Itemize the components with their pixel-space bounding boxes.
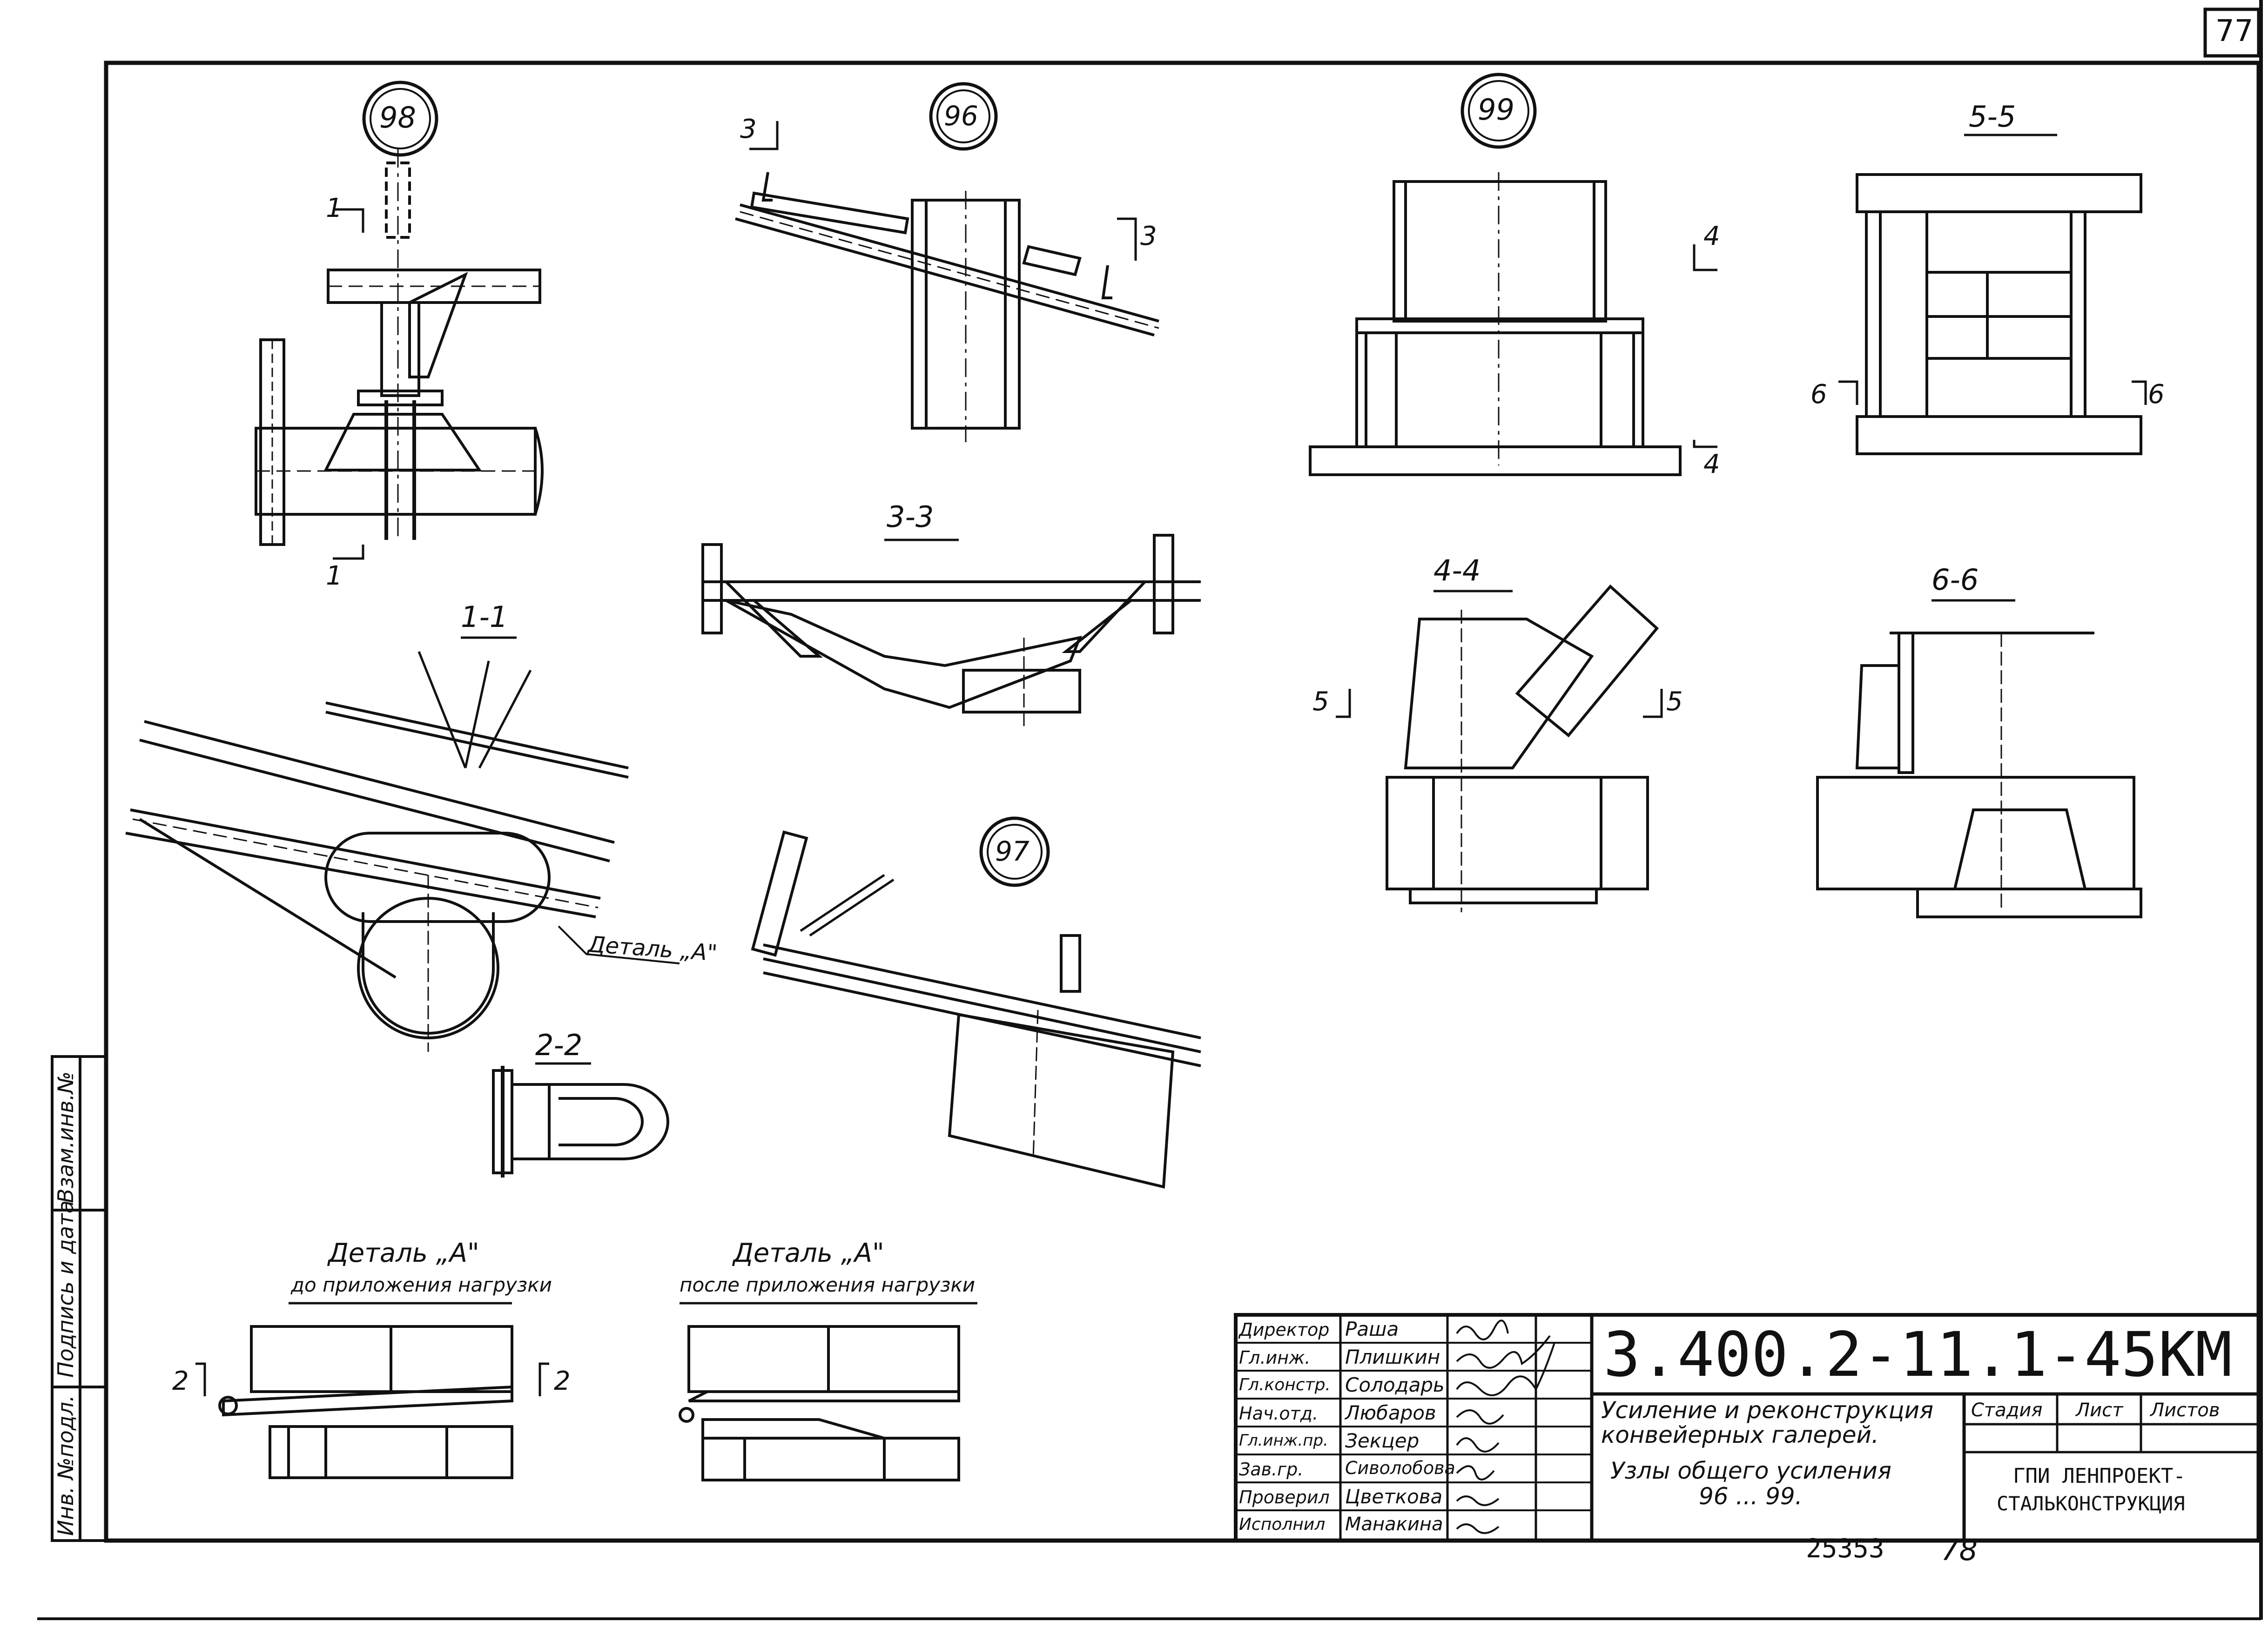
cut-mark-5-left: 5 xyxy=(1312,687,1329,717)
cut-mark-6-right: 6 xyxy=(2148,379,2165,410)
sig-role-chief-designer: Гл.констр. xyxy=(1239,1375,1331,1394)
handwritten-signatures xyxy=(1456,1319,1555,1534)
detail-a-after-subtitle: после приложения нагрузки xyxy=(680,1273,976,1296)
side-stamp-replace-inv: Взам.инв.№ xyxy=(53,1071,78,1203)
section-6-6-drawing xyxy=(1816,599,2142,918)
node-97-label: 97 xyxy=(995,835,1030,867)
cut-mark-5-right: 5 xyxy=(1666,687,1683,717)
sheet-subtitle-line1: Узлы общего усиления xyxy=(1610,1457,1891,1484)
sheet-code: 3.400.2-11.1-45КМ xyxy=(1603,1319,2233,1391)
archive-number: 25353 xyxy=(1806,1534,1884,1564)
sig-name-group-head: Сиволобова xyxy=(1345,1458,1455,1478)
sheet-header: Лист xyxy=(2076,1400,2123,1421)
side-stamp-sign-date: Подпись и дата xyxy=(53,1200,78,1378)
cut-mark-3-left: 3 xyxy=(740,114,757,144)
node-99-label: 99 xyxy=(1478,93,1514,127)
cut-mark-4-top: 4 xyxy=(1703,221,1720,251)
detail-a-before-title: Деталь „А" xyxy=(328,1238,479,1268)
section-6-6-title: 6-6 xyxy=(1932,563,1979,597)
section-4-4-title: 4-4 xyxy=(1433,553,1481,587)
sheet-subtitle-line2: 96 ... 99. xyxy=(1699,1483,1803,1510)
cut-mark-3-right: 3 xyxy=(1140,221,1157,251)
sheets-header: Листов xyxy=(2150,1400,2220,1421)
cut-mark-2-right: 2 xyxy=(554,1366,571,1396)
sig-name-dept-head: Любаров xyxy=(1345,1401,1436,1424)
sig-role-chief-eng: Гл.инж. xyxy=(1239,1347,1311,1368)
archive-page: 78 xyxy=(1941,1533,1978,1567)
side-stamp-lines xyxy=(51,1055,108,1542)
section-1-1-title: 1-1 xyxy=(461,600,508,634)
detail-a-after-drawing xyxy=(679,1302,977,1481)
sheet-title-line2: конвейерных галерей. xyxy=(1601,1421,1879,1448)
sig-role-director: Директор xyxy=(1239,1319,1330,1340)
sig-role-executed: Исполнил xyxy=(1239,1515,1326,1534)
node-97-drawing xyxy=(751,816,1201,1189)
sig-name-chief-eng: Плишкин xyxy=(1345,1346,1440,1368)
cut-mark-1-bottom: 1 xyxy=(326,561,343,591)
inner-frame xyxy=(104,61,2261,1543)
title-block-lines xyxy=(1234,1313,2261,1542)
sig-role-chief-proj-eng: Гл.инж.пр. xyxy=(1239,1431,1328,1450)
section-5-5-title: 5-5 xyxy=(1969,100,2016,134)
sig-role-group-head: Зав.гр. xyxy=(1239,1459,1304,1480)
node-99-drawing xyxy=(1309,73,1717,476)
sig-role-dept-head: Нач.отд. xyxy=(1239,1403,1319,1424)
side-stamp-inv-original: Инв. №подл. xyxy=(53,1395,78,1536)
sig-name-executed: Манакина xyxy=(1345,1514,1443,1535)
detail-a-after-title: Деталь „А" xyxy=(733,1238,884,1268)
cut-mark-2-left: 2 xyxy=(172,1366,189,1396)
cut-mark-6-left: 6 xyxy=(1810,379,1827,410)
section-4-4-drawing xyxy=(1336,584,1663,912)
org-line1: ГПИ ЛЕНПРОЕКТ- xyxy=(2013,1464,2186,1488)
sheet-title-line1: Усиление и реконструкция xyxy=(1601,1397,1934,1424)
section-2-2-title: 2-2 xyxy=(535,1028,583,1062)
section-2-2-drawing xyxy=(492,1062,669,1178)
sig-name-chief-designer: Солодарь xyxy=(1345,1373,1445,1396)
node-96-label: 96 xyxy=(944,100,978,132)
node-98-drawing xyxy=(255,81,544,560)
section-3-3-title: 3-3 xyxy=(887,500,934,534)
sig-name-checked: Цветкова xyxy=(1345,1485,1443,1508)
stage-header: Стадия xyxy=(1971,1400,2043,1421)
node-98-label: 98 xyxy=(379,101,416,135)
org-line2: СТАЛЬКОНСТРУКЦИЯ xyxy=(1997,1492,2185,1515)
section-1-1-drawing xyxy=(125,636,680,1052)
page-number-box xyxy=(2203,7,2261,58)
detail-a-before-drawing xyxy=(195,1302,549,1479)
cut-mark-4-bottom: 4 xyxy=(1703,449,1720,479)
page-number: 77 xyxy=(2215,14,2254,48)
detail-a-before-subtitle: до приложения нагрузки xyxy=(291,1273,552,1296)
sig-name-director: Раша xyxy=(1345,1318,1399,1340)
node-96-drawing xyxy=(735,82,1159,442)
cut-mark-1-top: 1 xyxy=(326,193,343,223)
section-5-5-drawing xyxy=(1838,134,2147,455)
sig-name-chief-proj-eng: Зекцер xyxy=(1345,1429,1420,1452)
section-3-3-drawing xyxy=(701,534,1201,726)
sig-role-checked: Проверил xyxy=(1239,1487,1330,1508)
